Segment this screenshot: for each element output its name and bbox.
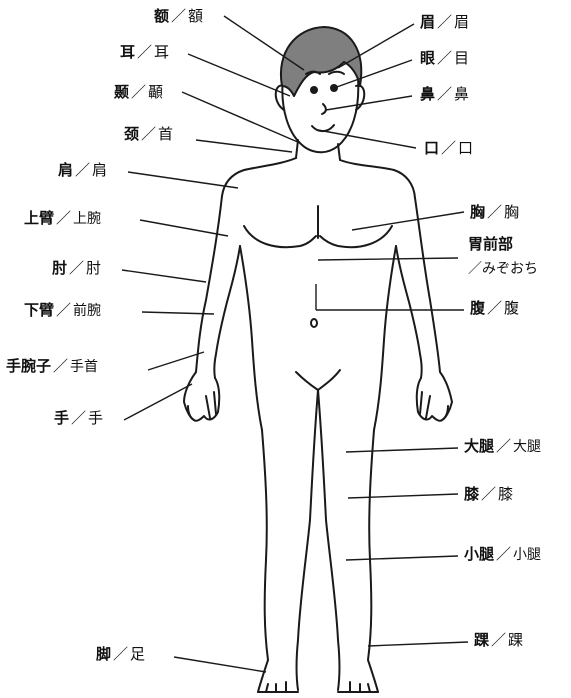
leader-wrist [147, 351, 205, 371]
neck-right [337, 143, 341, 161]
leader-forehead [223, 15, 305, 71]
right-eye-dot [330, 84, 338, 92]
right-leg-outer [367, 429, 379, 693]
leader-eye [333, 59, 413, 89]
hair [279, 26, 363, 97]
label-elbow: 肘／肘 [52, 259, 102, 277]
label-chest: 胸／胸 [470, 203, 520, 221]
leader-thigh [345, 447, 459, 453]
leader-elbow [121, 269, 207, 283]
leader-upperarm [139, 219, 229, 237]
label-upperarm: 上臂／上腕 [24, 209, 102, 227]
torso-left [239, 245, 263, 431]
label-nose: 鼻／鼻 [420, 85, 470, 103]
leader-forearm [141, 311, 215, 315]
navel [310, 318, 318, 328]
label-ankle: 踝／踝 [474, 631, 524, 649]
left-eye-dot [310, 86, 318, 94]
label-knee: 膝／膝 [464, 485, 514, 503]
leader-ear [187, 53, 291, 97]
label-temple: 颞／顳 [114, 83, 164, 101]
leader-shoulder [127, 171, 239, 189]
nose [321, 103, 327, 115]
leader-mouth [317, 129, 417, 149]
leader-shin [345, 555, 459, 561]
leader-lines [121, 15, 469, 673]
label-forearm: 下臂／前腕 [24, 301, 102, 319]
leader-knee [347, 493, 459, 499]
right-foot [337, 681, 379, 693]
label-wrist: 手腕子／手首 [6, 357, 99, 375]
label-thigh: 大腿／大腿 [464, 437, 542, 455]
right-arm-outer [414, 197, 453, 421]
right-ear [355, 84, 366, 111]
leader-neck [195, 139, 293, 153]
neck-left [295, 139, 299, 159]
shoulder-right [339, 159, 416, 199]
label-neck: 颈／首 [124, 125, 174, 143]
label-eyebrow: 眉／眉 [420, 13, 470, 31]
leader-temple [181, 91, 301, 144]
left-arm-outer [183, 195, 223, 421]
left-leg-outer [257, 429, 269, 693]
shoulder-left [221, 157, 297, 197]
left-leg-inner [295, 389, 319, 691]
label-forehead: 额／額 [154, 7, 204, 25]
label-ear: 耳／耳 [120, 43, 170, 61]
label-belly: 腹／腹 [470, 299, 520, 317]
torso-right [373, 245, 397, 431]
leader-ankle [367, 641, 469, 647]
left-arm-inner [213, 245, 241, 379]
label-shin: 小腿／小腿 [464, 545, 542, 563]
leader-pit [317, 257, 459, 261]
right-eyebrow [328, 70, 345, 75]
pectoral-right [319, 225, 393, 249]
pectoral-left [243, 225, 317, 249]
leader-hand [123, 383, 193, 421]
label-hand: 手／手 [54, 409, 104, 427]
label-mouth: 口／口 [424, 139, 474, 157]
right-arm-inner [395, 245, 423, 379]
leader-foot [173, 656, 267, 673]
left-foot [257, 681, 299, 693]
head-outline [281, 77, 360, 154]
label-shoulder: 肩／肩 [58, 161, 108, 179]
leader-chest [351, 211, 465, 231]
left-eyebrow [305, 70, 321, 75]
label-eye: 眼／目 [420, 49, 470, 67]
groin [295, 369, 341, 391]
label-foot: 脚／足 [96, 645, 146, 663]
leader-eyebrow [337, 23, 415, 69]
left-hand [187, 377, 221, 422]
right-leg-inner [317, 389, 341, 691]
label-pit-sub: ／みぞおち [468, 261, 538, 277]
leader-nose [325, 95, 413, 111]
label-pit: 胃前部 [468, 235, 514, 253]
right-hand [415, 377, 449, 422]
